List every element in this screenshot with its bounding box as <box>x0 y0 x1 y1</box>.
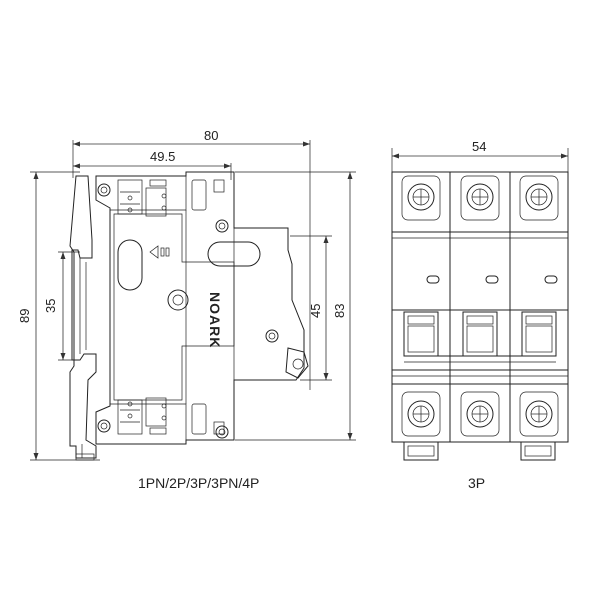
top-terminal <box>117 179 167 217</box>
front-view-caption: 3P <box>468 475 485 491</box>
dim-45-label: 45 <box>308 304 323 318</box>
indicator-window <box>485 275 499 284</box>
toggle-handle <box>462 311 498 357</box>
terminal-screw <box>525 183 553 211</box>
operating-lever <box>285 347 309 379</box>
bottom-terminal <box>117 397 167 435</box>
toggle-handle <box>521 311 557 357</box>
indicator-window <box>426 275 440 284</box>
rivet-bottom-left <box>97 419 111 433</box>
rivet-bottom-right <box>215 425 229 439</box>
terminal-screw <box>407 400 435 428</box>
rivet-top-left <box>97 183 111 197</box>
front-view: 54 <box>391 139 569 491</box>
front-housing <box>391 171 569 443</box>
dim-80-label: 80 <box>204 128 218 143</box>
oval-window-right <box>207 241 261 267</box>
housing-outline <box>95 171 305 445</box>
oval-window-left <box>117 239 143 291</box>
dim-54-label: 54 <box>472 139 486 154</box>
toggle-handle <box>403 311 439 357</box>
din-rail-clip <box>69 175 97 459</box>
side-view: 80 49.5 89 35 45 83 <box>17 128 356 491</box>
din-clip-right <box>520 441 556 461</box>
pivot-screw <box>167 289 189 311</box>
dim-83-label: 83 <box>332 304 347 318</box>
terminal-screw <box>466 400 494 428</box>
terminal-screw <box>466 183 494 211</box>
brand-text: NOARK <box>207 292 223 348</box>
dim-35-label: 35 <box>43 299 58 313</box>
terminal-screw <box>407 183 435 211</box>
dim-89-label: 89 <box>17 309 32 323</box>
bottom-terminal-screws <box>407 400 553 428</box>
toggle-handles <box>403 311 557 363</box>
handle-pivot <box>265 329 279 343</box>
terminal-screw <box>525 400 553 428</box>
dim-49-5-label: 49.5 <box>150 149 175 164</box>
top-terminal-screws <box>407 183 553 211</box>
rivet-top-right <box>215 219 229 233</box>
indicator-window <box>544 275 558 284</box>
din-clip-left <box>403 441 439 461</box>
side-view-caption: 1PN/2P/3P/3PN/4P <box>138 475 259 491</box>
